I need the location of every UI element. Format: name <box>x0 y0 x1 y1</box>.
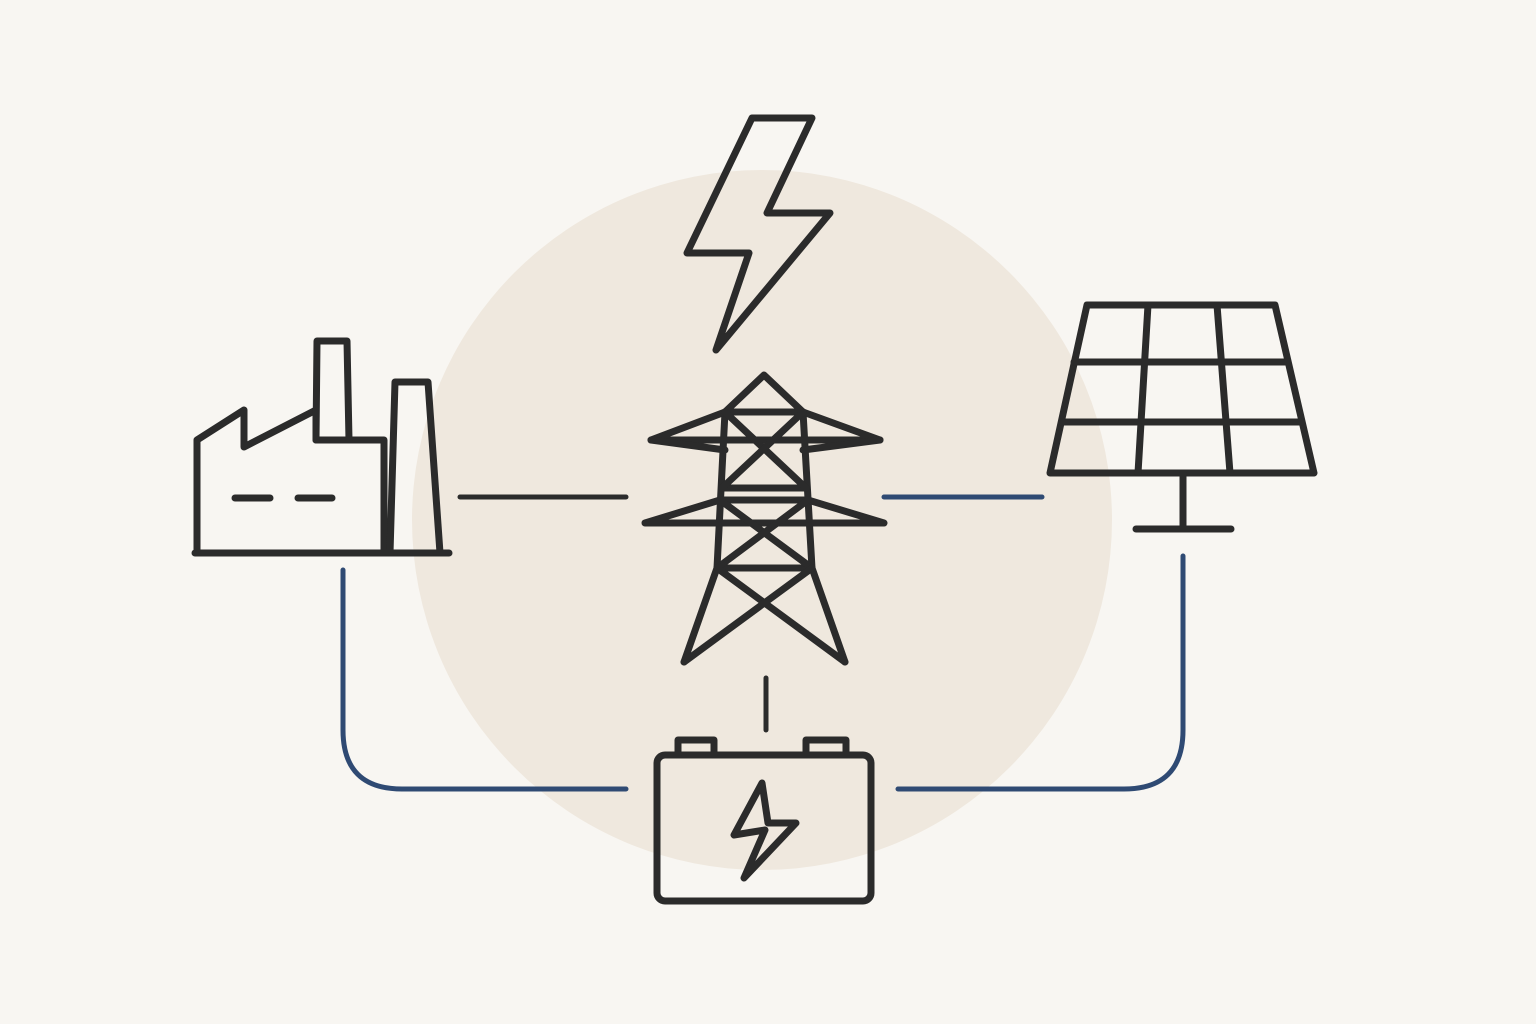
lightning-bolt-icon <box>683 114 834 354</box>
connectors <box>340 494 1186 792</box>
connector-factory-battery <box>340 567 629 792</box>
factory-icon <box>191 337 453 557</box>
battery-icon <box>653 736 875 905</box>
connector-solar-battery <box>895 553 1186 792</box>
transmission-tower-icon <box>641 371 888 666</box>
solar-panel-icon <box>1046 301 1318 533</box>
